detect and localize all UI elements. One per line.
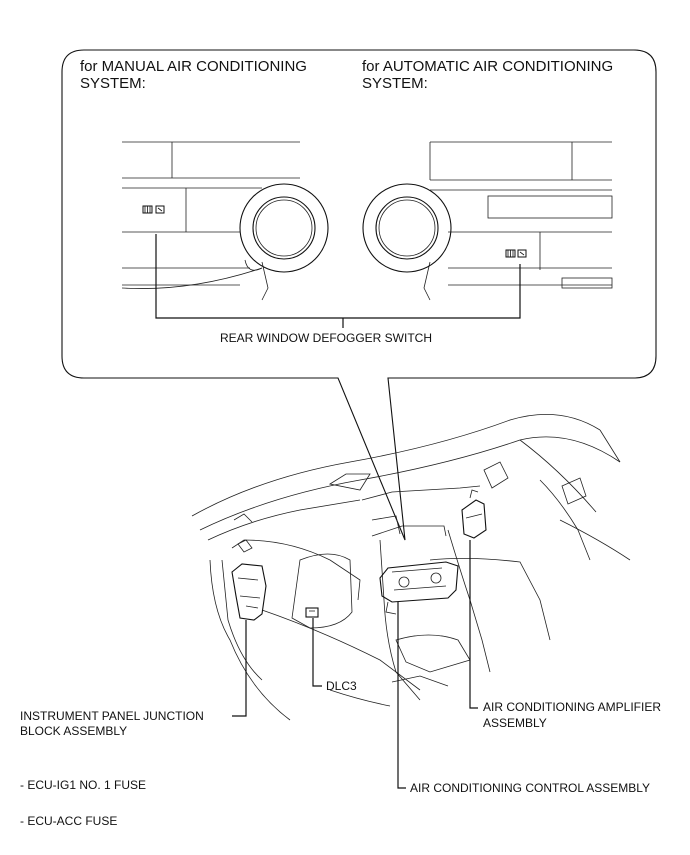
- amplifier-shape: [461, 489, 487, 539]
- control-assembly-label: AIR CONDITIONING CONTROL ASSEMBLY: [410, 781, 651, 795]
- amplifier-label-line2: ASSEMBLY: [483, 716, 547, 730]
- junction-block-label-line1: INSTRUMENT PANEL JUNCTION: [20, 709, 204, 723]
- automatic-ac-panel: [362, 141, 613, 301]
- switch-bracket-leader: [155, 234, 521, 328]
- fuse-item: - ECU-ACC FUSE: [20, 814, 118, 828]
- dlc3-connector: [305, 607, 319, 618]
- amplifier-label-line1: AIR CONDITIONING AMPLIFIER: [483, 700, 662, 714]
- leader-lines: [232, 540, 478, 789]
- manual-ac-panel: [121, 141, 329, 301]
- defogger-icon: [505, 249, 527, 258]
- fuse-item: - ECU-IG1 NO. 1 FUSE: [20, 778, 147, 792]
- defogger-icon: [142, 205, 165, 214]
- automatic-system-heading: for AUTOMATIC AIR CONDITIONING SYSTEM:: [362, 58, 614, 92]
- callout-balloon: [61, 49, 657, 541]
- junction-block-label-line2: BLOCK ASSEMBLY: [20, 724, 128, 738]
- control-assembly-shape: [379, 561, 459, 615]
- junction-block-shape: [231, 563, 267, 621]
- rear-window-defogger-switch-label: REAR WINDOW DEFOGGER SWITCH: [220, 331, 432, 345]
- manual-system-heading: for MANUAL AIR CONDITIONING SYSTEM:: [80, 58, 307, 92]
- dlc3-label: DLC3: [326, 679, 357, 693]
- dashboard-outline: [191, 414, 631, 721]
